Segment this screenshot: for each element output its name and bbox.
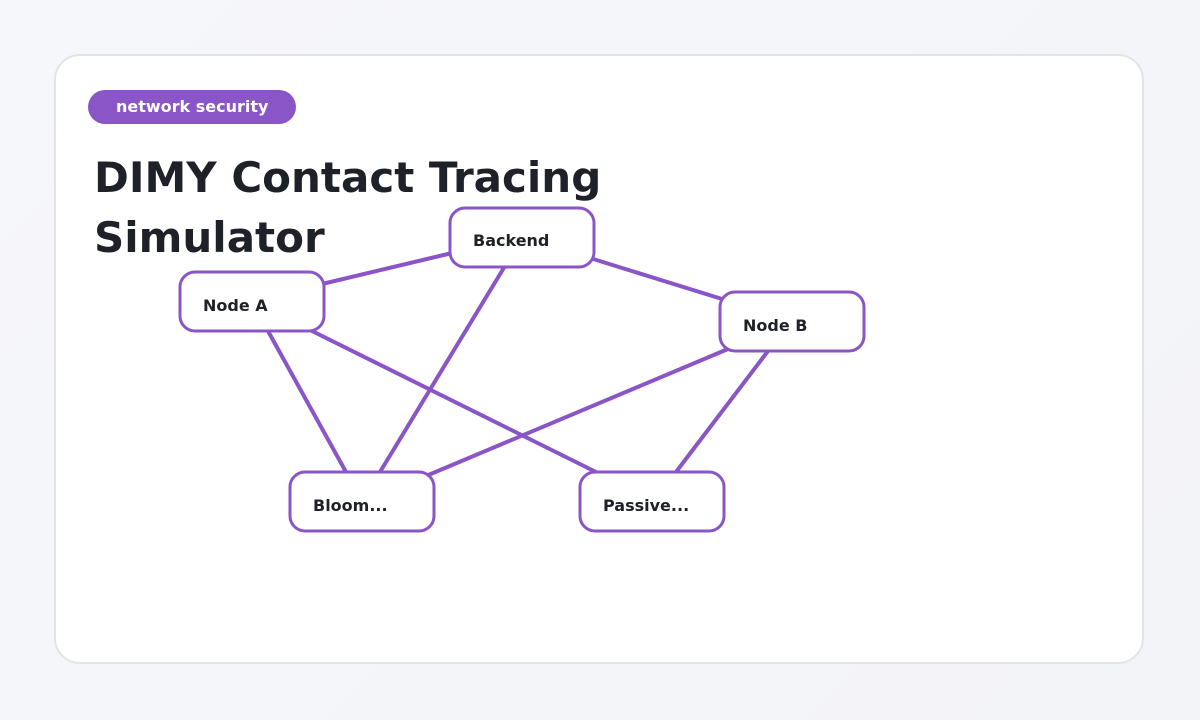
edge-node-a-backend [320,251,454,286]
edge-node-a-bloom [266,329,348,474]
edge-backend-bloom [378,264,507,474]
category-tag: network security [88,90,297,124]
node-node-a: Node A [178,270,326,333]
edge-node-b-bloom [424,347,730,478]
node-node-b-label: Node B [743,316,807,335]
page-title: DIMY Contact Tracing Simulator [94,153,602,262]
card: network security DIMY Contact Tracing Si… [54,54,1144,664]
edge-node-b-passive [674,349,770,474]
node-backend-label: Backend [473,231,549,250]
network-diagram: Backend Node A Node B Bloom... Passive..… [178,206,866,533]
node-bloom-label: Bloom... [313,496,388,515]
edge-node-a-passive [310,329,598,474]
node-node-b: Node B [718,290,866,353]
node-passive: Passive... [578,470,726,533]
edge-backend-node-b [588,256,724,301]
node-passive-label: Passive... [603,496,689,515]
node-node-a-label: Node A [203,296,268,315]
node-backend: Backend [448,206,596,269]
node-bloom: Bloom... [288,470,436,533]
